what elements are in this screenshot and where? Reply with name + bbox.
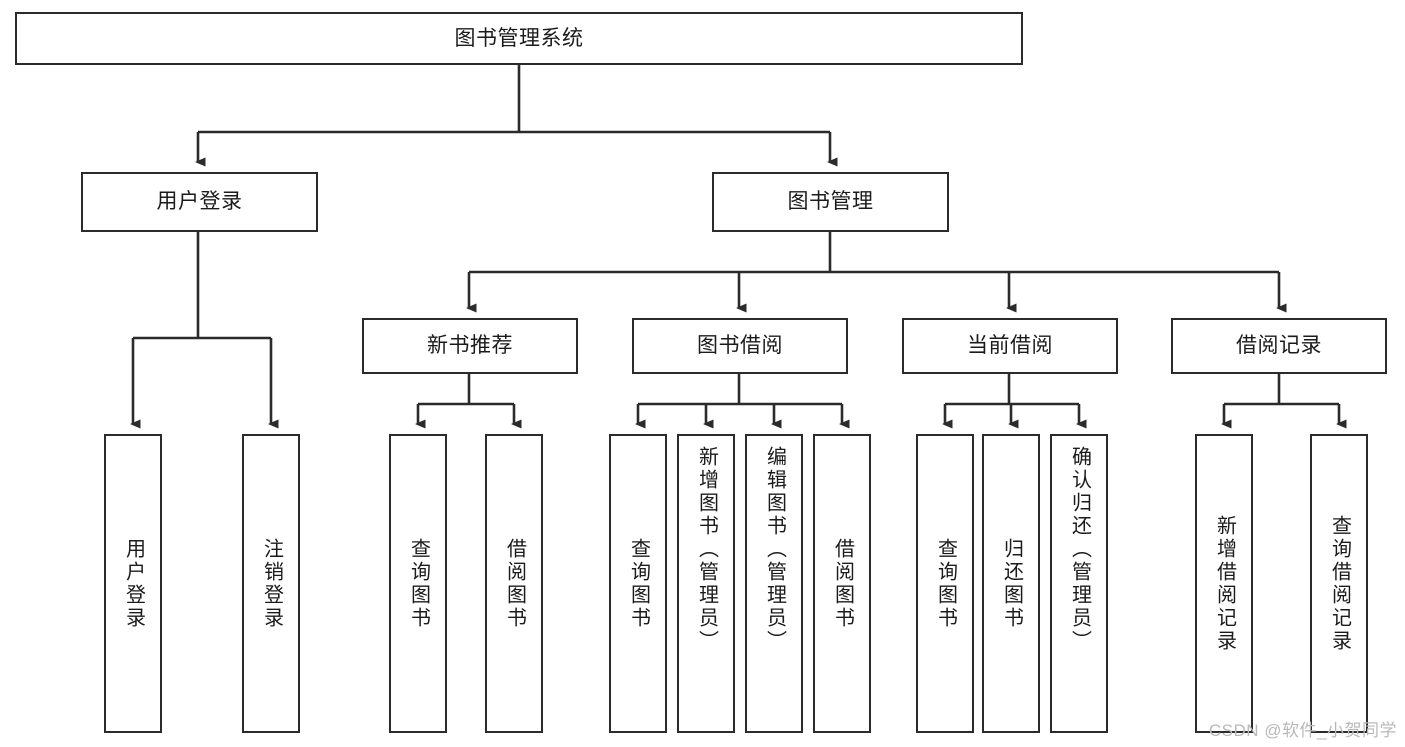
leaf-user-login[interactable]: 用户登录 [104, 434, 162, 733]
leaf-label: 归还图书 [1000, 537, 1023, 630]
node-label: 图书管理系统 [454, 26, 584, 50]
leaf-query-book-recommend[interactable]: 查询图书 [389, 434, 447, 733]
node-label: 当前借阅 [967, 334, 1053, 358]
leaf-label: 查询图书 [934, 537, 957, 630]
node-root[interactable]: 图书管理系统 [15, 12, 1023, 65]
node-label: 图书管理 [787, 190, 874, 214]
leaf-borrow-book-recommend[interactable]: 借阅图书 [485, 434, 543, 733]
leaf-query-borrow-record[interactable]: 查询借阅记录 [1310, 434, 1368, 733]
leaf-label: 借阅图书 [831, 537, 854, 630]
watermark-text: CSDN @软件_小贺同学 [1208, 721, 1397, 740]
leaf-label: 注销登录 [260, 537, 283, 630]
leaf-borrow-book[interactable]: 借阅图书 [813, 434, 871, 733]
leaf-label: 新增图书（管理员） [695, 446, 718, 653]
node-book-manage[interactable]: 图书管理 [712, 172, 949, 232]
leaf-edit-book[interactable]: 编辑图书（管理员） [745, 434, 803, 733]
leaf-return-book[interactable]: 归还图书 [982, 434, 1040, 733]
node-label: 借阅记录 [1236, 334, 1322, 358]
leaf-label: 确认归还（管理员） [1068, 446, 1091, 653]
node-new-book-recommend[interactable]: 新书推荐 [362, 318, 578, 374]
leaf-query-book-current[interactable]: 查询图书 [916, 434, 974, 733]
node-book-borrow[interactable]: 图书借阅 [632, 318, 848, 374]
leaf-label: 编辑图书（管理员） [763, 446, 786, 653]
node-user-login[interactable]: 用户登录 [81, 172, 318, 232]
leaf-label: 新增借阅记录 [1213, 514, 1236, 653]
node-label: 图书借阅 [697, 334, 783, 358]
leaf-user-logout[interactable]: 注销登录 [242, 434, 300, 733]
leaf-query-book-borrow[interactable]: 查询图书 [609, 434, 667, 733]
node-label: 用户登录 [156, 190, 243, 214]
leaf-confirm-return[interactable]: 确认归还（管理员） [1050, 434, 1108, 733]
node-current-borrow[interactable]: 当前借阅 [902, 318, 1118, 374]
leaf-label: 查询图书 [407, 537, 430, 630]
node-borrow-record[interactable]: 借阅记录 [1171, 318, 1387, 374]
leaf-add-borrow-record[interactable]: 新增借阅记录 [1195, 434, 1253, 733]
leaf-label: 查询图书 [627, 537, 650, 630]
leaf-add-book[interactable]: 新增图书（管理员） [677, 434, 735, 733]
leaf-label: 用户登录 [122, 537, 145, 630]
node-label: 新书推荐 [427, 334, 513, 358]
leaf-label: 借阅图书 [503, 537, 526, 630]
leaf-label: 查询借阅记录 [1328, 514, 1351, 653]
